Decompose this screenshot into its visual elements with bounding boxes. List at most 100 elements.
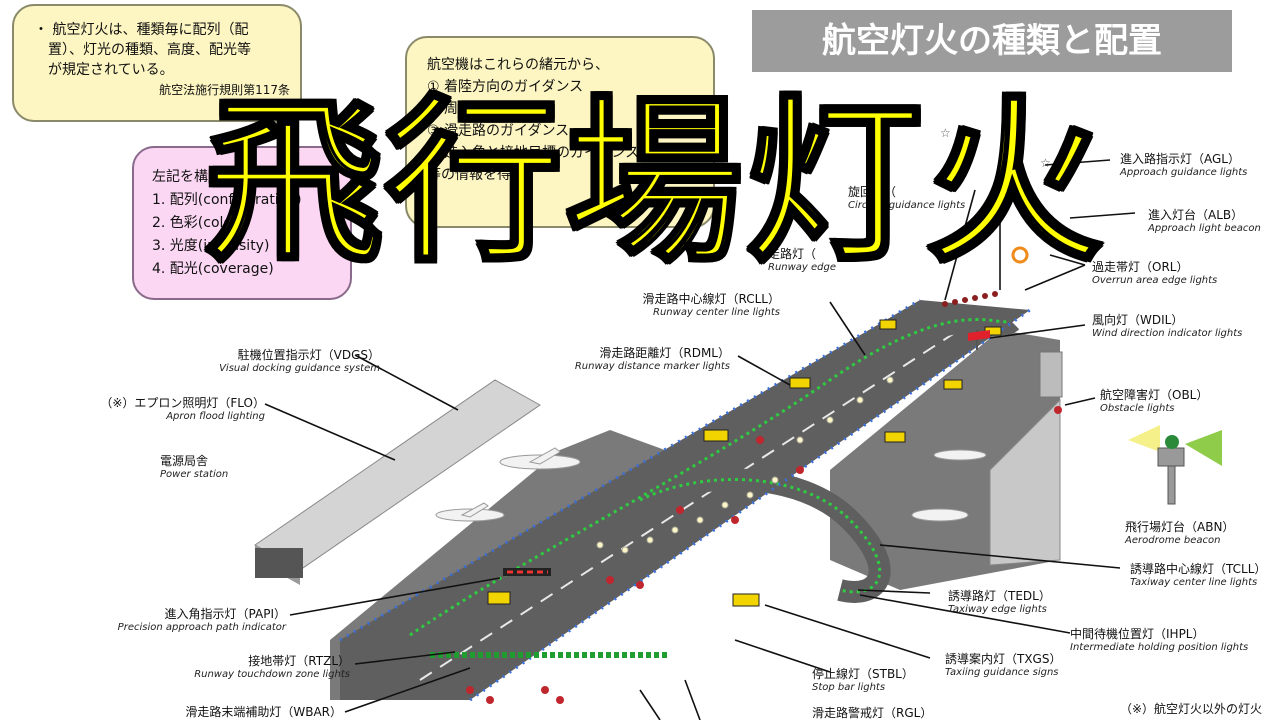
note-center-line-5: ④ 進入角と接地目標のガイダンス xyxy=(427,145,640,161)
taxi-centerline-2 xyxy=(639,478,881,594)
label-obl-jp: 航空障害灯（OBL） xyxy=(1100,388,1209,402)
footnote: （※）航空灯火以外の灯火 xyxy=(1120,702,1263,716)
label-orl-en: Overrun area edge lights xyxy=(1092,275,1218,286)
label-wdil: 風向灯（WDIL） Wind direction indicator light… xyxy=(1092,313,1242,341)
overrun-lights xyxy=(942,291,998,307)
label-txgs-en: Taxiing guidance signs xyxy=(945,667,1059,678)
wind-indicator xyxy=(968,330,990,350)
label-flo: （※）エプロン照明灯（FLO） Apron flood lighting xyxy=(100,396,265,424)
aircraft-1 xyxy=(499,447,581,470)
runway-edge-lights-right xyxy=(469,308,1031,702)
note-center-line-6: 等の情報を得る。 xyxy=(427,167,539,183)
label-tedl: 誘導路灯（TEDL） Taxiway edge lights xyxy=(948,589,1051,617)
note-top-left-line-3: が規定されている。 xyxy=(48,62,174,78)
page-title: 航空灯火の種類と配置 xyxy=(752,10,1232,72)
label-alb-jp: 進入灯台（ALB） xyxy=(1148,208,1244,222)
label-redl-jp: 走路灯（ xyxy=(768,247,817,261)
note-center-line-2: ① 着陸方向のガイダンス xyxy=(427,79,584,95)
note-pink-line-2: 1. 配列(configuration) xyxy=(152,192,302,208)
label-papi: 進入角指示灯（PAPI） Precision approach path ind… xyxy=(100,607,286,635)
star-1: ☆ xyxy=(940,126,951,140)
note-pink-line-4: 3. 光度(intensity) xyxy=(152,238,270,254)
label-circling-en: Circling guidance lights xyxy=(848,200,966,211)
label-alb-en: Approach light beacon xyxy=(1148,223,1261,234)
note-pink-line-3: 2. 色彩(color) xyxy=(152,215,244,231)
label-wdil-en: Wind direction indicator lights xyxy=(1092,328,1243,339)
label-tcll-jp: 誘導路中心線灯（TCLL） xyxy=(1130,562,1267,576)
note-center: 航空機はこれらの緒元から、 ① 着陸方向のガイダンス ② 周回のガイダンス ③ … xyxy=(405,36,715,228)
label-rdml: 滑走路距離灯（RDML） Runway distance marker ligh… xyxy=(570,346,730,374)
label-rcll-en: Runway center line lights xyxy=(653,307,780,318)
label-redl: 走路灯（ Runway edge xyxy=(768,247,836,275)
note-center-line-3: ② 周回のガイダンス xyxy=(427,101,556,117)
label-rtzl: 接地帯灯（RTZL） Runway touchdown zone lights xyxy=(160,654,350,682)
callout-lines xyxy=(264,159,1136,720)
label-agl-jp: 進入路指示灯（AGL） xyxy=(1120,152,1240,166)
label-txgs: 誘導案内灯（TXGS） Taxiing guidance signs xyxy=(945,652,1061,680)
label-vdgs: 駐機位置指示灯（VDGS） Visual docking guidance sy… xyxy=(190,348,380,376)
label-abn-en: Aerodrome beacon xyxy=(1125,535,1221,546)
label-orl: 過走帯灯（ORL） Overrun area edge lights xyxy=(1092,260,1217,288)
label-alb: 進入灯台（ALB） Approach light beacon xyxy=(1148,208,1261,236)
label-wbar: 滑走路末端補助灯（WBAR） xyxy=(160,705,342,719)
approach-beacon xyxy=(1011,222,1065,264)
label-abn-jp: 飛行場灯台（ABN） xyxy=(1125,520,1235,534)
label-obl-en: Obstacle lights xyxy=(1100,403,1175,414)
label-tcll-en: Taxiway center line lights xyxy=(1130,577,1258,588)
label-circling-jp: 旋回灯（ xyxy=(848,185,897,199)
label-stbl-jp: 停止線灯（STBL） xyxy=(812,667,914,681)
note-top-left-line-1: ・ 航空灯火は、種類毎に配列（配 xyxy=(34,22,249,38)
approach-lights xyxy=(466,376,894,704)
label-wdil-jp: 風向灯（WDIL） xyxy=(1092,313,1184,327)
note-pink-line-1: 左記を構成する緒元 xyxy=(152,169,278,185)
label-rdml-jp: 滑走路距離灯（RDML） xyxy=(599,346,730,360)
runway-centerline xyxy=(419,309,991,681)
label-abn: 飛行場灯台（ABN） Aerodrome beacon xyxy=(1125,520,1234,548)
guidance-signs xyxy=(487,319,1002,607)
label-stbl-en: Stop bar lights xyxy=(812,682,886,693)
label-rcll: 滑走路中心線灯（RCLL） Runway center line lights xyxy=(620,292,781,320)
aircraft-2 xyxy=(435,502,505,522)
label-power-en: Power station xyxy=(160,469,229,480)
overlay-title: 飛行場灯火 xyxy=(204,79,1105,286)
label-orl-jp: 過走帯灯（ORL） xyxy=(1092,260,1189,274)
label-power: 電源局舎 Power station xyxy=(160,454,228,482)
label-flo-jp: （※）エプロン照明灯（FLO） xyxy=(100,396,265,410)
label-rtzl-jp: 接地帯灯（RTZL） xyxy=(248,654,350,668)
note-center-line-4: ③ 滑走路のガイダンス xyxy=(427,123,570,139)
label-vdgs-jp: 駐機位置指示灯（VDGS） xyxy=(237,348,380,362)
aerodrome-beacon xyxy=(1128,425,1222,505)
note-top-left-line-2: 置）、灯光の種類、高度、配光等 xyxy=(48,42,251,58)
label-ihpl: 中間待機位置灯（IHPL） Intermediate holding posit… xyxy=(1070,627,1248,655)
label-tedl-en: Taxiway edge lights xyxy=(948,604,1047,615)
label-agl-en: Approach guidance lights xyxy=(1120,167,1248,178)
label-wbar-jp: 滑走路末端補助灯（WBAR） xyxy=(185,705,342,719)
label-agl: 進入路指示灯（AGL） Approach guidance lights xyxy=(1120,152,1247,180)
label-tedl-jp: 誘導路灯（TEDL） xyxy=(948,589,1051,603)
note-top-left-source: 航空法施行規則第117条 xyxy=(159,83,290,97)
label-obl: 航空障害灯（OBL） Obstacle lights xyxy=(1100,388,1208,416)
label-rgl: 滑走路警戒灯（RGL） xyxy=(812,706,932,720)
label-ihpl-en: Intermediate holding position lights xyxy=(1070,642,1249,653)
aircraft-3 xyxy=(911,508,969,522)
note-top-left: ・ 航空灯火は、種類毎に配列（配 置）、灯光の種類、高度、配光等 が規定されてい… xyxy=(12,4,302,122)
label-rgl-jp: 滑走路警戒灯（RGL） xyxy=(812,706,933,720)
label-vdgs-en: Visual docking guidance system xyxy=(219,363,380,374)
star-2: ☆ xyxy=(1040,156,1051,170)
label-tcll: 誘導路中心線灯（TCLL） Taxiway center line lights xyxy=(1130,562,1266,590)
label-rtzl-en: Runway touchdown zone lights xyxy=(194,669,350,680)
note-center-line-1: 航空機はこれらの緒元から、 xyxy=(427,57,609,73)
label-rcll-jp: 滑走路中心線灯（RCLL） xyxy=(642,292,781,306)
label-papi-jp: 進入角指示灯（PAPI） xyxy=(164,607,286,621)
note-pink-line-5: 4. 配光(coverage) xyxy=(152,261,274,277)
control-tower xyxy=(1039,351,1063,398)
label-papi-en: Precision approach path indicator xyxy=(117,622,286,633)
label-flo-en: Apron flood lighting xyxy=(166,411,265,422)
obstacle-light xyxy=(1054,406,1062,414)
runway-edge-lights-left xyxy=(339,298,921,642)
aircraft-4 xyxy=(933,449,987,461)
label-rdml-en: Runway distance marker lights xyxy=(574,361,730,372)
note-pink: 左記を構成する緒元 1. 配列(configuration) 2. 色彩(col… xyxy=(132,146,352,300)
label-ihpl-jp: 中間待機位置灯（IHPL） xyxy=(1070,627,1205,641)
